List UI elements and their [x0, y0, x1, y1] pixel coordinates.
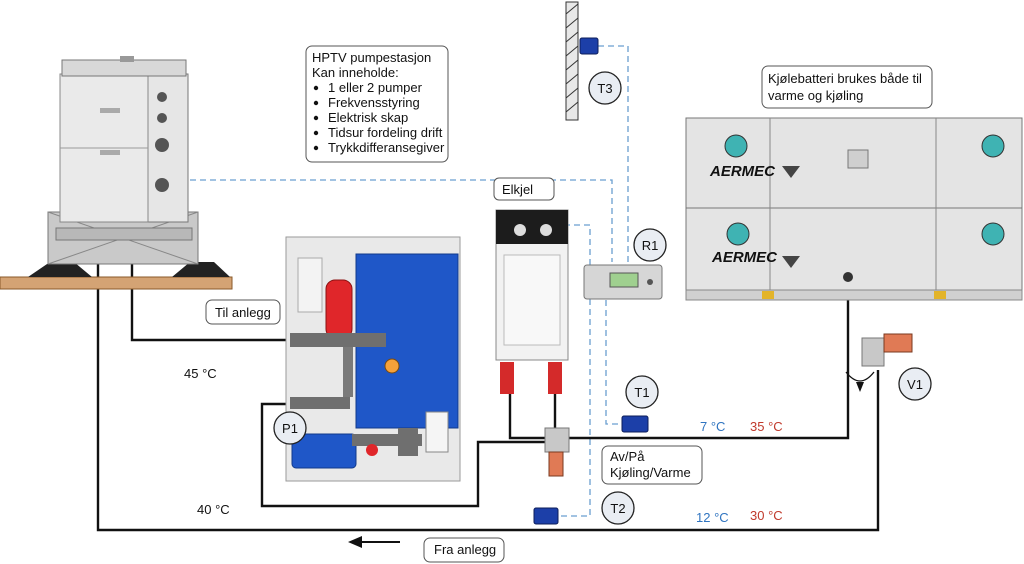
station-subtitle: Kan inneholde:	[312, 65, 399, 80]
brand-logo-upper: AERMEC	[709, 163, 776, 180]
til-anlegg-label: Til anlegg	[215, 305, 271, 320]
elkjel-label: Elkjel	[502, 182, 533, 197]
station-item-3: Elektrisk skap	[328, 110, 408, 125]
sensor-bubble-t3: T3	[588, 71, 622, 105]
svg-text:T1: T1	[634, 385, 649, 400]
temp-supply-hot: 45 °C	[184, 366, 217, 381]
temp-cold-return: 12 °C	[696, 510, 729, 525]
sensor-bubble-r1: R1	[633, 228, 667, 262]
battery-line-2: varme og kjøling	[768, 88, 863, 103]
callout-station: HPTV pumpestasjon Kan inneholde: 1 eller…	[305, 45, 449, 163]
svg-text:R1: R1	[642, 238, 659, 253]
svg-text:T2: T2	[610, 501, 625, 516]
pipe-sensor-t1	[621, 415, 649, 433]
av-pa-line-1: Av/På	[610, 449, 645, 464]
controller-box	[583, 264, 663, 300]
brand-logo-lower: AERMEC	[711, 249, 778, 266]
outdoor-heat-pump	[0, 56, 233, 290]
callout-battery: Kjølebatteri brukes både til varme og kj…	[761, 65, 933, 109]
changeover-valve	[544, 427, 570, 477]
svg-text:V1: V1	[907, 377, 923, 392]
callout-til-anlegg: Til anlegg	[205, 299, 281, 325]
electric-boiler	[495, 209, 569, 394]
sensor-bubble-v1: V1	[898, 367, 932, 401]
sensor-bubble-p1: P1	[273, 411, 307, 445]
temp-return-hot: 40 °C	[197, 502, 230, 517]
station-item-5: Trykkdifferansegiver	[328, 140, 445, 155]
av-pa-line-2: Kjøling/Varme	[610, 465, 691, 480]
sensor-bubble-t2: T2	[601, 491, 635, 525]
svg-text:T3: T3	[597, 81, 612, 96]
return-flow-arrow	[348, 536, 400, 548]
fra-anlegg-label: Fra anlegg	[434, 542, 496, 557]
callout-av-pa: Av/På Kjøling/Varme	[601, 445, 703, 485]
station-item-1: 1 eller 2 pumper	[328, 80, 423, 95]
pump-station-cabinet	[285, 236, 461, 482]
temp-hot-return: 30 °C	[750, 508, 783, 523]
wall-with-room-sensor	[565, 1, 599, 121]
station-item-4: Tidsur fordeling drift	[328, 125, 443, 140]
station-title: HPTV pumpestasjon	[312, 50, 431, 65]
control-valve-v1	[845, 333, 913, 392]
station-item-2: Frekvensstyring	[328, 95, 420, 110]
temp-hot-supply: 35 °C	[750, 419, 783, 434]
signal-wires	[190, 45, 629, 517]
air-handling-unit	[685, 117, 1023, 301]
temp-cold-supply: 7 °C	[700, 419, 725, 434]
pipe-sensor-t2	[533, 507, 559, 525]
svg-text:P1: P1	[282, 421, 298, 436]
callout-elkjel: Elkjel	[493, 177, 555, 201]
sensor-bubble-t1: T1	[625, 375, 659, 409]
battery-line-1: Kjølebatteri brukes både til	[768, 71, 922, 86]
callout-fra-anlegg: Fra anlegg	[423, 537, 505, 563]
